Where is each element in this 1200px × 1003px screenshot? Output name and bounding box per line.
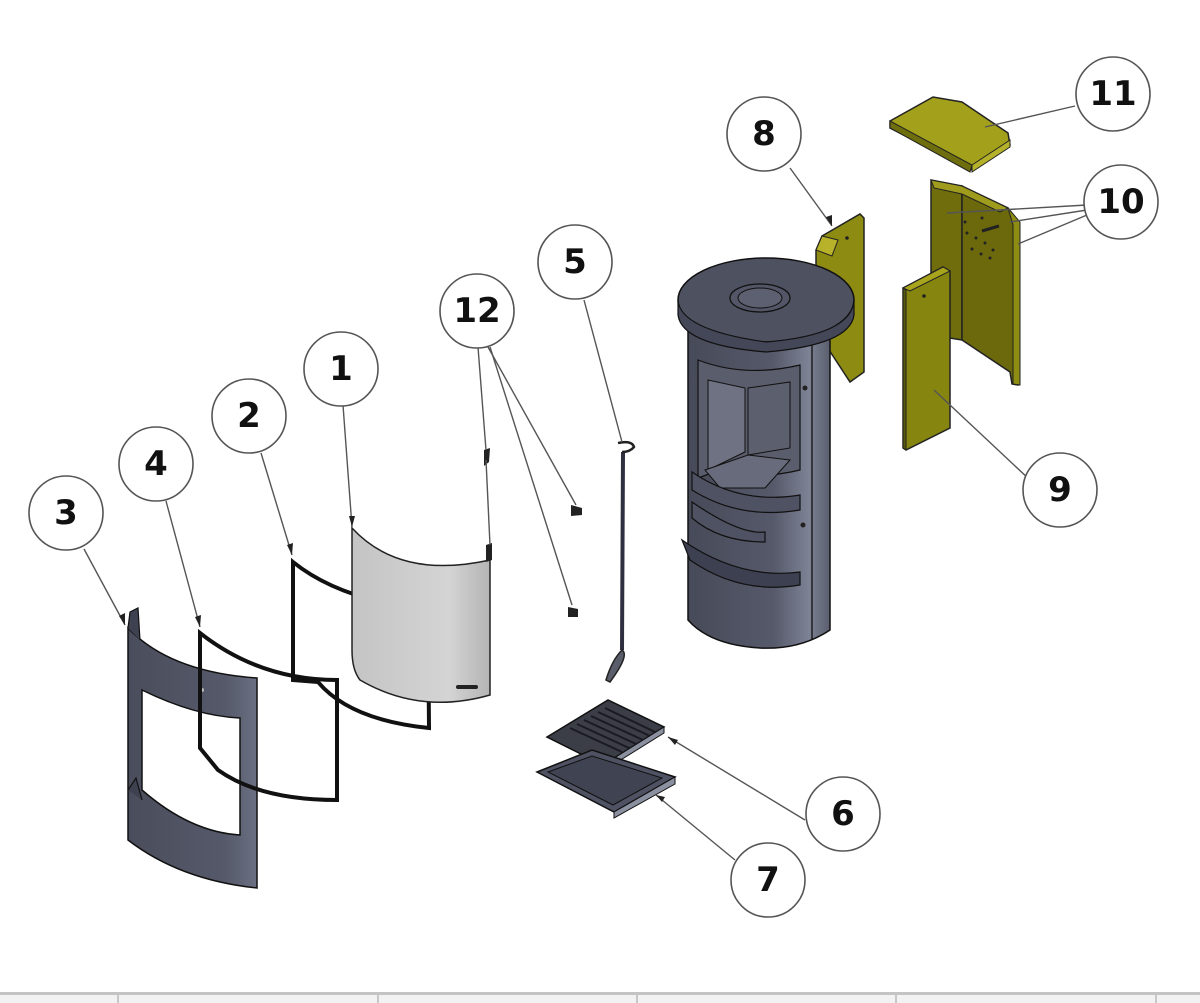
- balloon-11-label: 11: [1089, 74, 1136, 114]
- part-4-outer-gasket: [198, 628, 339, 803]
- stove-body: [677, 257, 855, 649]
- table-column-divider: [1155, 995, 1157, 1003]
- balloon-4: 4: [118, 426, 194, 502]
- part-7-ash-pan: [535, 749, 677, 819]
- table-column-divider: [895, 995, 897, 1003]
- balloon-8-label: 8: [752, 114, 776, 154]
- balloon-8: 8: [726, 96, 802, 172]
- part-3-door-frame: [127, 607, 258, 889]
- table-column-divider: [636, 995, 638, 1003]
- table-column-divider: [117, 995, 119, 1003]
- balloon-3-label: 3: [54, 493, 78, 533]
- balloon-2: 2: [211, 378, 287, 454]
- part-5-handle-rod: [605, 440, 636, 683]
- balloon-5: 5: [537, 224, 613, 300]
- part-2-inner-gasket: [291, 557, 432, 731]
- balloon-6-label: 6: [831, 794, 855, 834]
- balloon-9-label: 9: [1048, 470, 1072, 510]
- balloon-7-label: 7: [756, 860, 780, 900]
- table-column-divider: [377, 995, 379, 1003]
- balloon-5-label: 5: [563, 242, 587, 282]
- balloon-1: 1: [303, 331, 379, 407]
- balloon-4-label: 4: [144, 444, 168, 484]
- part-9-side-firebrick: [901, 266, 952, 451]
- balloon-3: 3: [28, 475, 104, 551]
- parts-table-header-edge: [0, 992, 1200, 1003]
- balloon-6: 6: [805, 776, 881, 852]
- part-11-baffle-plate: [889, 96, 1011, 173]
- balloon-1-label: 1: [329, 349, 353, 389]
- balloon-7: 7: [730, 842, 806, 918]
- balloon-12-label: 12: [453, 291, 500, 331]
- balloon-11: 11: [1075, 56, 1151, 132]
- part-12-glass-clips: [484, 448, 582, 617]
- balloon-12: 12: [439, 273, 515, 349]
- leader-lines: [83, 105, 1088, 861]
- leader-arrowheads: [119, 215, 832, 802]
- balloon-10: 10: [1083, 164, 1159, 240]
- balloon-2-label: 2: [237, 396, 261, 436]
- part-1-door-glass: [351, 526, 491, 703]
- balloon-10-label: 10: [1097, 182, 1144, 222]
- balloon-9: 9: [1022, 452, 1098, 528]
